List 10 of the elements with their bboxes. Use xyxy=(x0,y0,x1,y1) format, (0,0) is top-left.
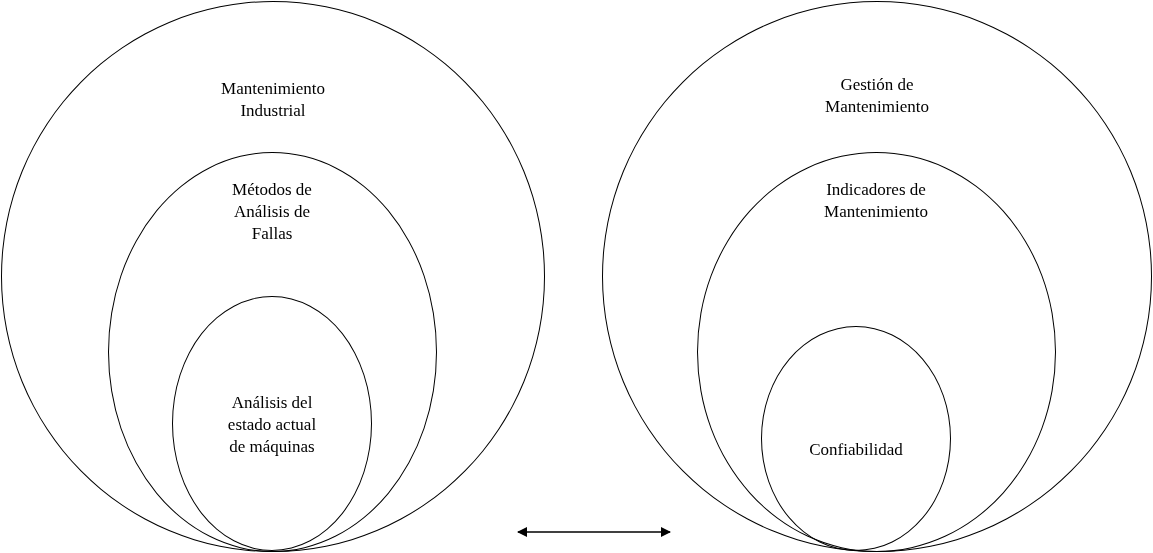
node-label: Confiabilidad xyxy=(808,439,904,461)
node-label: Análisis del estado actual de máquinas xyxy=(226,392,318,458)
ellipse-node xyxy=(1,1,545,552)
double-arrow xyxy=(517,527,671,537)
node-label: Métodos de Análisis de Fallas xyxy=(231,178,313,245)
node-label: Gestión de Mantenimiento xyxy=(824,74,930,118)
node-label: Indicadores de Mantenimiento xyxy=(823,178,929,223)
node-label: Mantenimiento Industrial xyxy=(220,78,326,122)
ellipse-node xyxy=(602,1,1152,552)
ellipse-node xyxy=(172,296,372,551)
